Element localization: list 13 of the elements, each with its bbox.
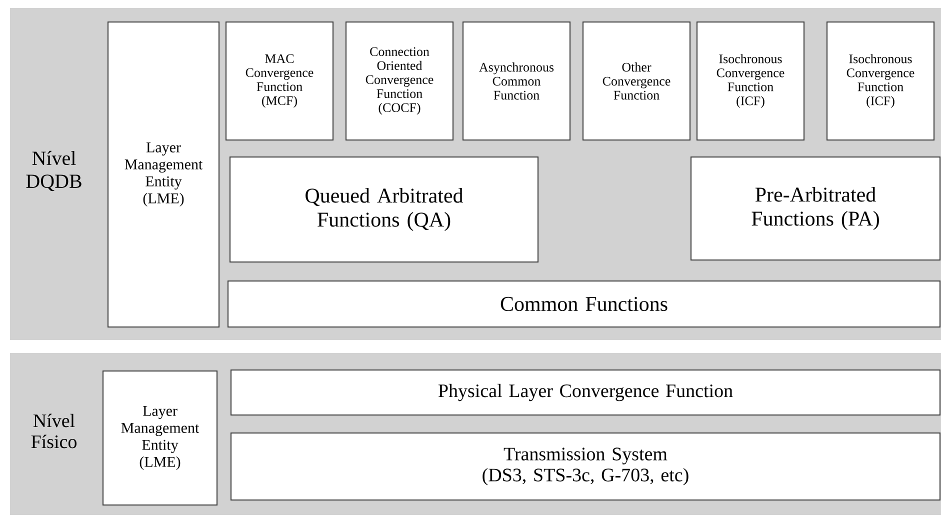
- function-box: Common Functions: [228, 280, 940, 328]
- function-box: Layer Management Entity (LME): [102, 370, 218, 506]
- function-box: Other Convergence Function: [582, 22, 690, 140]
- function-box: MAC Convergence Function (MCF): [226, 22, 334, 140]
- function-box: Transmission System (DS3, STS-3c, G-703, etc): [230, 432, 940, 500]
- function-box: Connection Oriented Convergence Function (COCF): [346, 22, 454, 140]
- function-box: Isochronous Convergence Function (ICF): [826, 22, 934, 140]
- function-box: Queued Arbitrated Functions (QA): [230, 156, 538, 262]
- function-box: Isochronous Convergence Function (ICF): [696, 22, 804, 140]
- function-box: Layer Management Entity (LME): [108, 22, 220, 328]
- function-box: Pre-Arbitrated Functions (PA): [690, 156, 940, 260]
- function-box: Asynchronous Common Function: [462, 22, 570, 140]
- function-box: Physical Layer Convergence Function: [230, 370, 940, 416]
